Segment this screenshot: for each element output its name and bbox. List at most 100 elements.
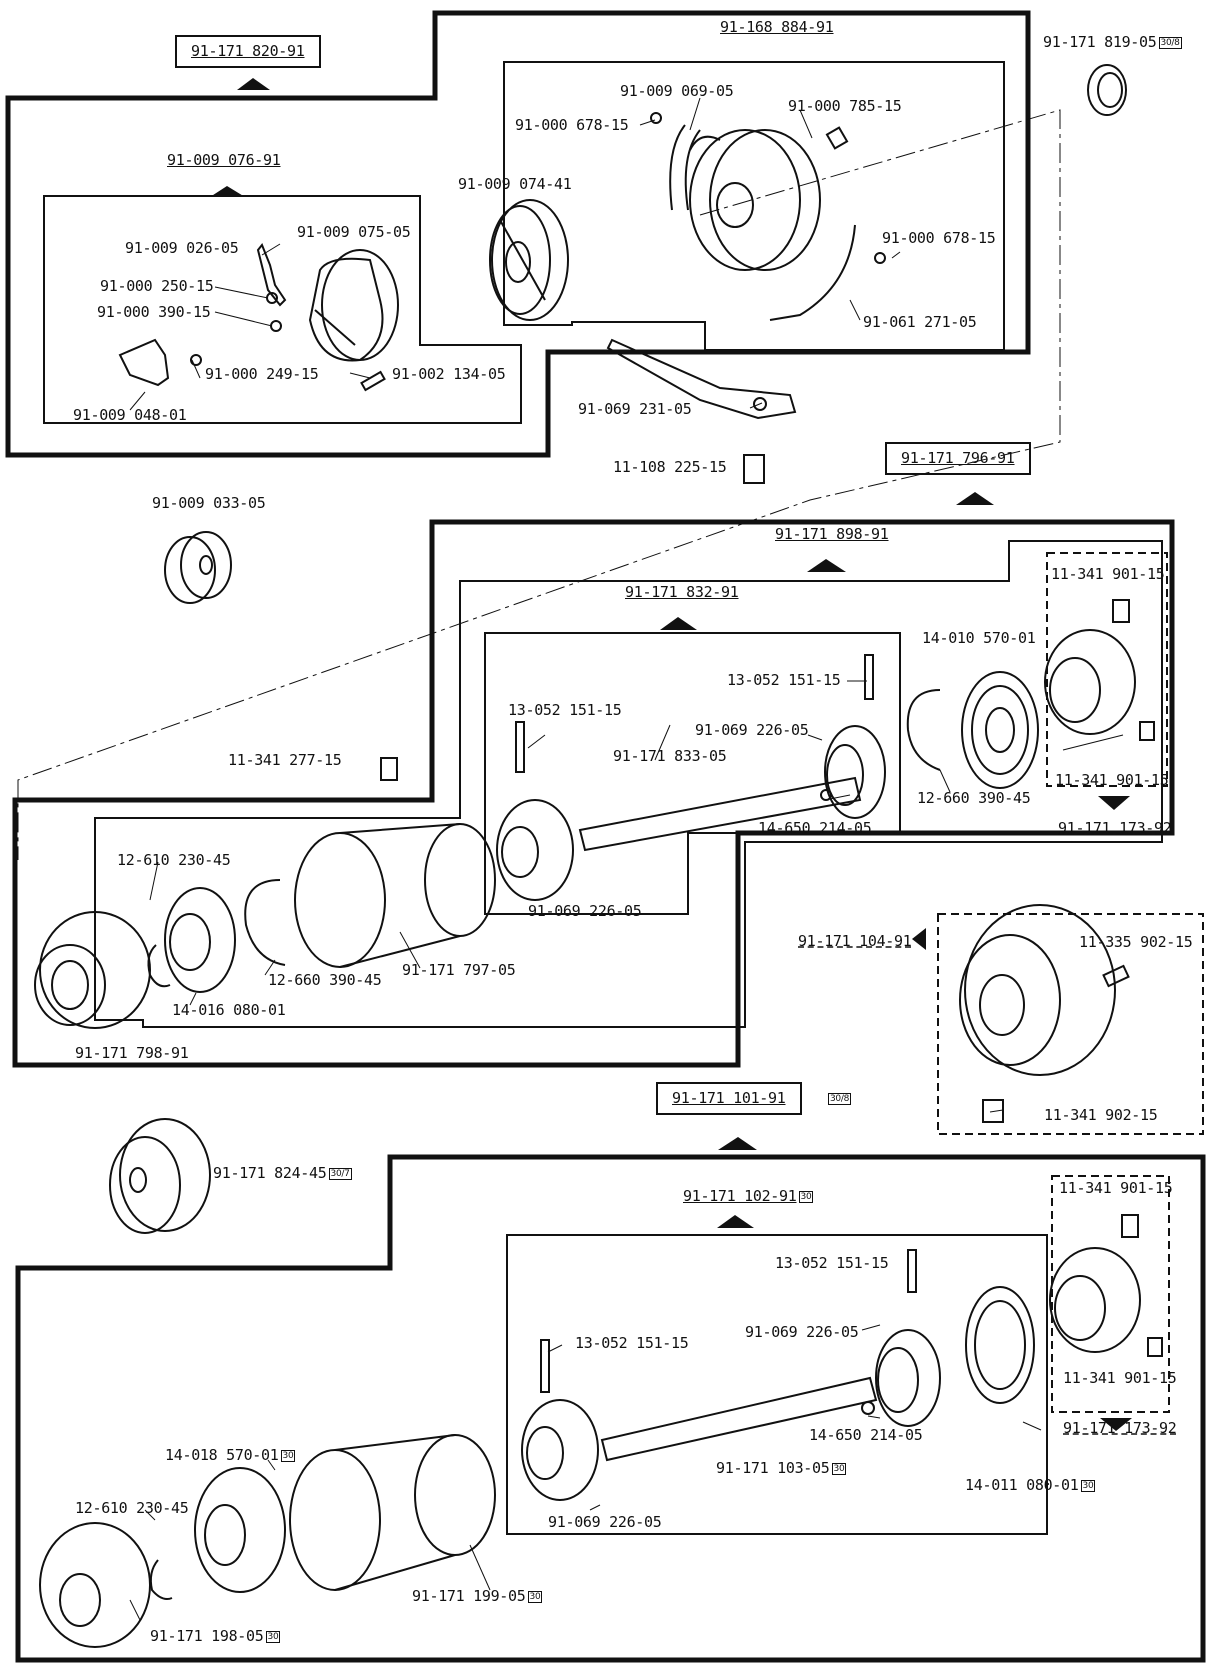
- part-label-002134: 91-002 134-05: [392, 365, 506, 383]
- part-label-610230b: 12-610 230-45: [75, 1499, 189, 1517]
- assembly-label-171101: 91-171 101-91: [656, 1082, 802, 1115]
- triangle-104: [912, 928, 926, 950]
- part-label-069226d: 91-069 226-05: [548, 1513, 662, 1531]
- part-shaft-103: [600, 1376, 878, 1462]
- part-screw-902b: [982, 1099, 1004, 1123]
- part-label-069226c: 91-069 226-05: [745, 1323, 859, 1341]
- part-screw-134: [360, 370, 386, 392]
- part-gear-104: [959, 904, 1116, 1076]
- part-label-000249: 91-000 249-15: [205, 365, 319, 383]
- ref-badge: 30/8: [828, 1092, 852, 1105]
- triangle-102: [717, 1215, 754, 1228]
- part-screw-277: [380, 757, 398, 781]
- part-label-171797: 91-171 797-05: [402, 961, 516, 979]
- ref-badge: 30: [1080, 1479, 1096, 1492]
- part-screw-785: [825, 126, 849, 150]
- part-label-341277: 11-341 277-15: [228, 751, 342, 769]
- assembly-outline-896: [12, 519, 1175, 1068]
- part-label-000678a: 91-000 678-15: [515, 116, 629, 134]
- part-label-660390b: 12-660 390-45: [268, 971, 382, 989]
- part-label-000678b: 91-000 678-15: [882, 229, 996, 247]
- part-label-061271: 91-061 271-05: [863, 313, 977, 331]
- dashed-box-173-top: [1046, 552, 1168, 787]
- part-pin-151d: [540, 1339, 550, 1393]
- part-flange-226-left: [496, 799, 574, 901]
- part-label-341901c: 11-341 901-15: [1059, 1179, 1173, 1197]
- part-bobbin-033: [164, 531, 232, 604]
- frame-009076: [43, 195, 522, 424]
- ref-badge: 30: [265, 1630, 281, 1643]
- part-lever-231: [606, 338, 797, 420]
- frame-898: [94, 540, 1163, 1028]
- triangle-796: [956, 492, 994, 505]
- part-ring-230b: [149, 1559, 173, 1600]
- part-label-341901d: 11-341 901-15: [1063, 1369, 1177, 1387]
- part-label-009026: 91-009 026-05: [125, 239, 239, 257]
- ref-badge: 30: [831, 1462, 847, 1475]
- part-label-069226b: 91-069 226-05: [528, 902, 642, 920]
- assembly-label-171173b: 91-171 173-92: [1063, 1419, 1177, 1437]
- part-screw-901d: [1147, 1337, 1163, 1357]
- part-hook-assembly: [669, 124, 856, 321]
- part-ring-390b: [244, 879, 286, 966]
- triangle-173-top: [1098, 796, 1130, 810]
- part-gear-173-top: [1044, 629, 1136, 735]
- part-screw-249: [190, 354, 202, 366]
- part-label-650214b: 14-650 214-05: [809, 1426, 923, 1444]
- part-label-000250: 91-000 250-15: [100, 277, 214, 295]
- part-ring-819: [1087, 64, 1127, 116]
- part-cylinder-199: [289, 1434, 496, 1591]
- part-flange-226-lower: [875, 1329, 941, 1427]
- part-label-009075: 91-009 075-05: [297, 223, 411, 241]
- assembly-outline-101: [15, 1154, 1206, 1663]
- ref-badge-171101: 30/8: [826, 1090, 852, 1107]
- part-label-009033: 91-009 033-05: [152, 494, 266, 512]
- part-label-000390: 91-000 390-15: [97, 303, 211, 321]
- part-label-341901a: 11-341 901-15: [1051, 565, 1165, 583]
- part-label-052151a: 13-052 151-15: [727, 671, 841, 689]
- part-pin-151b: [515, 721, 525, 773]
- part-label-341901b: 11-341 901-15: [1055, 771, 1169, 789]
- part-label-650214a: 14-650 214-05: [758, 819, 872, 837]
- ref-badge: 30/7: [328, 1167, 352, 1180]
- dashed-box-104: [937, 913, 1204, 1135]
- part-screw-678a: [650, 112, 662, 124]
- ref-badge: 30: [280, 1449, 296, 1462]
- triangle-076: [210, 186, 245, 197]
- part-label-009069: 91-009 069-05: [620, 82, 734, 100]
- part-label-052151d: 13-052 151-15: [575, 1334, 689, 1352]
- part-case-075: [308, 249, 399, 362]
- axis-line-top: [17, 109, 1061, 860]
- part-label-335902: 11-335 902-15: [1079, 933, 1193, 951]
- part-label-171798: 91-171 798-91: [75, 1044, 189, 1062]
- part-screw-901c: [1121, 1214, 1139, 1238]
- assembly-label-171173a: 91-171 173-92: [1058, 819, 1172, 837]
- part-flange-226-upper: [824, 725, 886, 819]
- triangle-173-bot: [1100, 1418, 1132, 1431]
- part-flange-226-lower-left: [521, 1399, 599, 1501]
- part-spring-026: [256, 243, 287, 307]
- part-label-171833: 91-171 833-05: [613, 747, 727, 765]
- part-screw-250: [266, 292, 278, 304]
- part-pin-151c: [907, 1249, 917, 1293]
- triangle-820: [237, 78, 270, 90]
- part-pin-151a: [864, 654, 874, 700]
- part-label-069226a: 91-069 226-05: [695, 721, 809, 739]
- part-label-052151c: 13-052 151-15: [775, 1254, 889, 1272]
- assembly-label-171898: 91-171 898-91: [775, 525, 889, 543]
- triangle-832: [660, 617, 697, 630]
- part-gear-173-bot: [1049, 1247, 1141, 1353]
- part-plate-048: [118, 338, 170, 387]
- triangle-898: [807, 559, 846, 572]
- frame-102: [506, 1234, 1048, 1535]
- assembly-label-171104: 91-171 104-91: [798, 932, 912, 950]
- ref-badge: 30: [798, 1190, 814, 1203]
